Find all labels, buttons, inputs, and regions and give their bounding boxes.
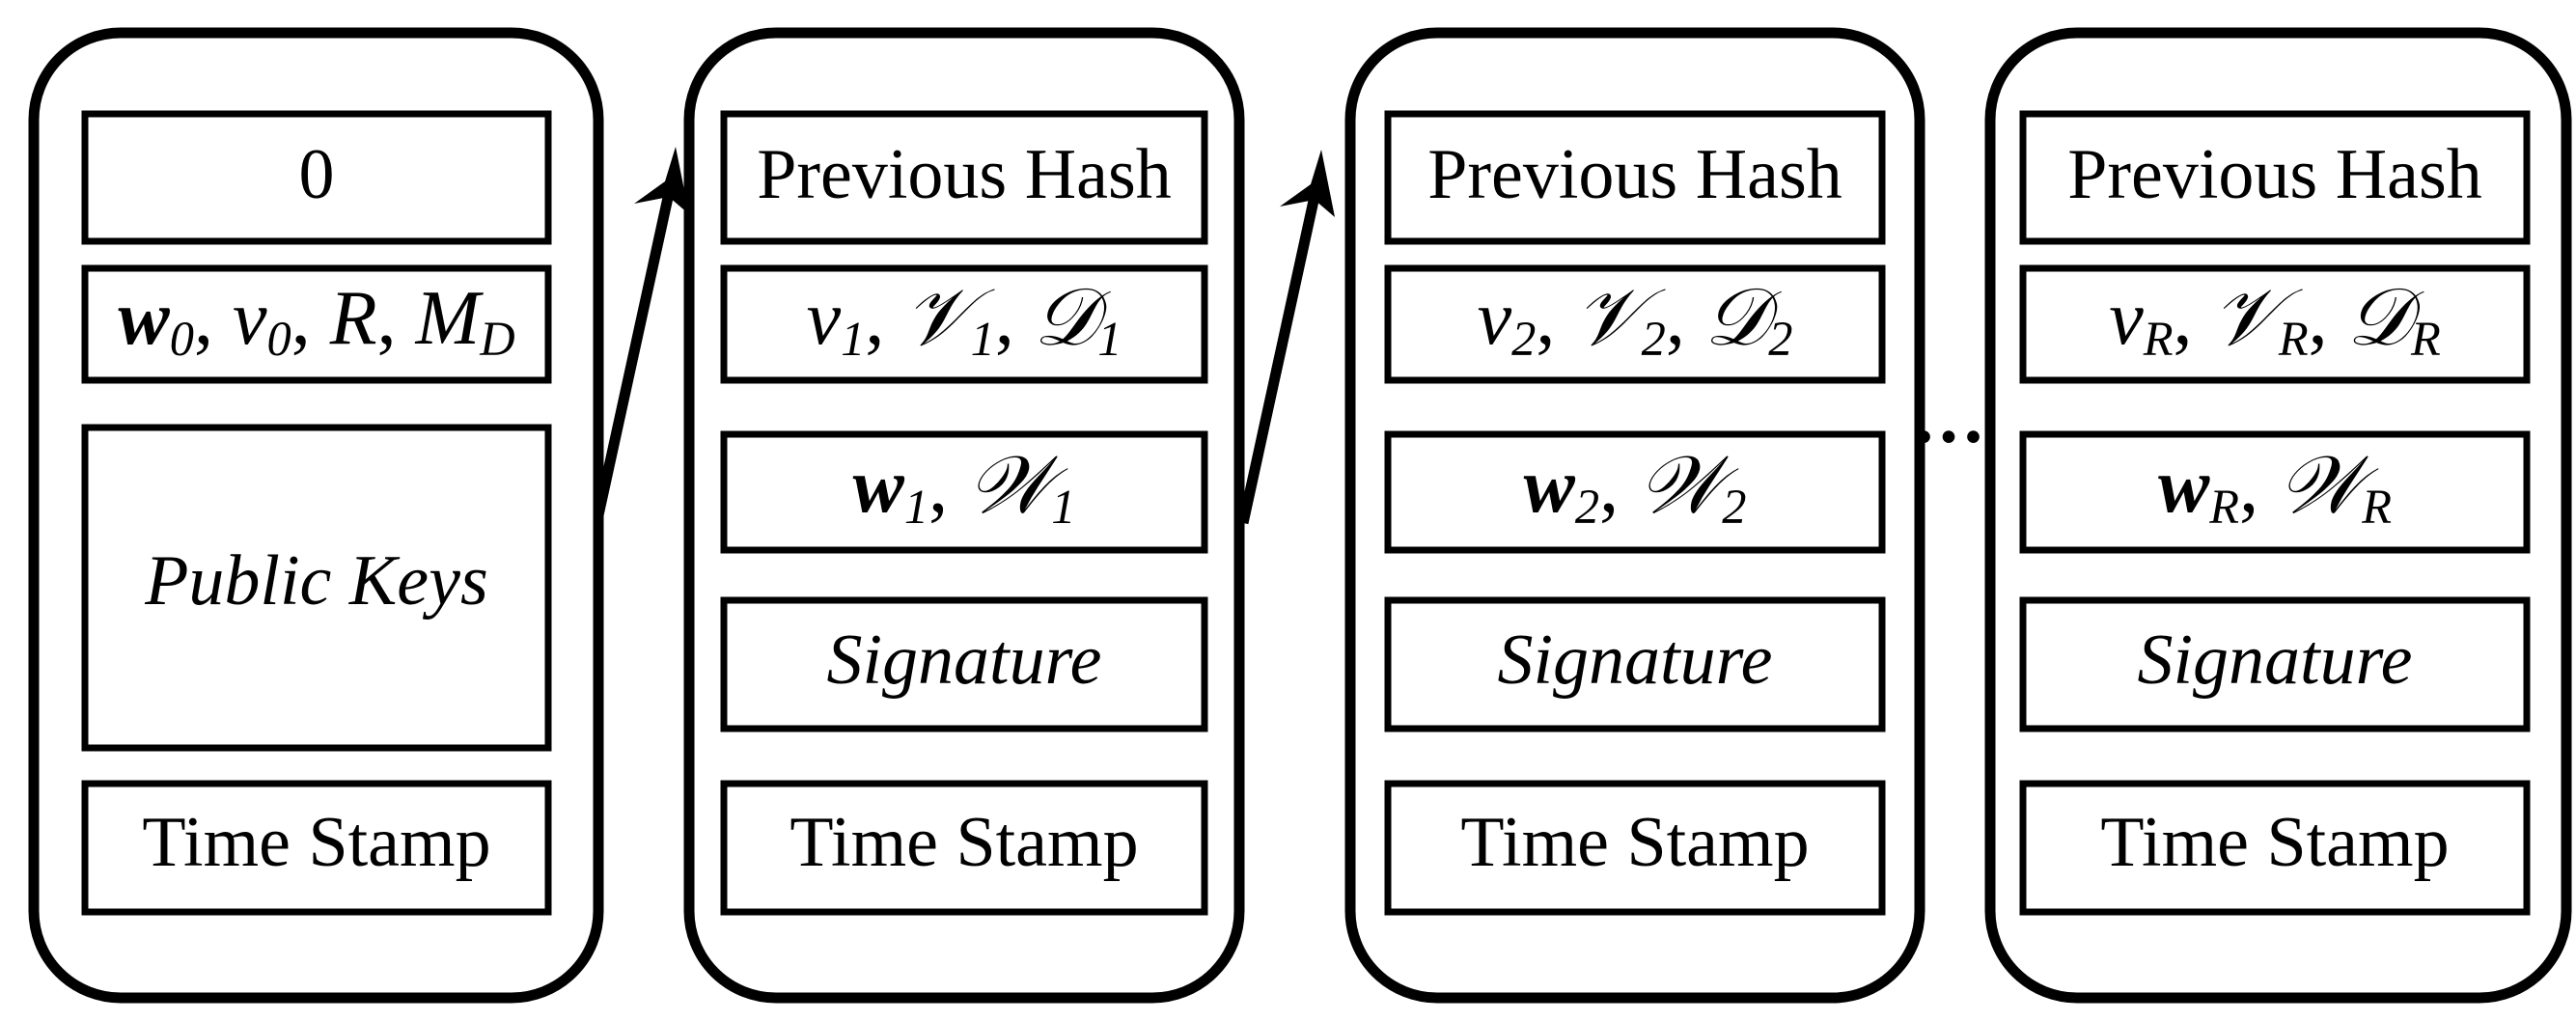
field-box (1384, 110, 1886, 245)
field-box (1384, 780, 1886, 916)
field-box (720, 780, 1208, 916)
field-box (720, 430, 1208, 554)
field-label: Time Stamp (2100, 803, 2449, 882)
block-2-field-previous-hash[interactable]: Previous Hash (1384, 110, 1886, 245)
field-label: Signature (2137, 621, 2412, 700)
hash-link-arrow-0-to-1 (593, 147, 689, 517)
arrow-head (634, 147, 689, 214)
block-1[interactable]: Previous Hash v1, 𝒱1, 𝒟1 w1, 𝒲1 Signatur… (683, 27, 1245, 1004)
field-box (2019, 264, 2531, 384)
block-genesis-field-parameters[interactable]: w0, v0, R, MD (81, 264, 552, 384)
block-2-field-time-stamp[interactable]: Time Stamp (1384, 780, 1886, 916)
field-label: Time Stamp (789, 803, 1138, 882)
arrow-head (1280, 150, 1335, 217)
field-box (2019, 596, 2531, 732)
block-genesis-field-public-keys[interactable]: Public Keys (81, 424, 552, 752)
block-R-field-time-stamp[interactable]: Time Stamp (2019, 780, 2531, 916)
field-label: 0 (299, 135, 335, 214)
field-formula: vR, 𝒱R, 𝒟R (2109, 273, 2441, 365)
block-R-field-signature[interactable]: Signature (2019, 596, 2531, 732)
block-2[interactable]: Previous Hash v2, 𝒱2, 𝒟2 w2, 𝒲2 Signatur… (1344, 27, 1925, 1004)
block-1-field-previous-hash[interactable]: Previous Hash (720, 110, 1208, 245)
block-R[interactable]: Previous Hash vR, 𝒱R, 𝒟R wR, 𝒲R Signatur… (1984, 27, 2572, 1004)
block-1-field-signature[interactable]: Signature (720, 596, 1208, 732)
field-formula: w2, 𝒲2 (1524, 441, 1747, 533)
ellipsis-continuation: ... (1915, 374, 1989, 458)
field-formula: w0, v0, R, MD (118, 276, 514, 365)
field-label: Time Stamp (142, 803, 490, 882)
field-label: Signature (1497, 621, 1772, 700)
field-formula: w1, 𝒲1 (853, 441, 1076, 533)
block-R-field-previous-hash[interactable]: Previous Hash (2019, 110, 2531, 245)
field-label: Public Keys (144, 541, 488, 621)
arrow-shaft (1237, 177, 1324, 525)
field-box (720, 596, 1208, 732)
field-box (81, 110, 552, 245)
block-genesis[interactable]: 0 w0, v0, R, MD Public Keys Time Stamp (28, 27, 604, 1004)
field-formula: wR, 𝒲R (2158, 441, 2392, 533)
block-R-field-weights[interactable]: wR, 𝒲R (2019, 430, 2531, 554)
field-box (81, 264, 552, 384)
block-genesis-field-time-stamp[interactable]: Time Stamp (81, 780, 552, 916)
block-1-field-weights[interactable]: w1, 𝒲1 (720, 430, 1208, 554)
block-genesis-field-previous-hash[interactable]: 0 (81, 110, 552, 245)
field-label: Signature (826, 621, 1101, 700)
block-1-field-time-stamp[interactable]: Time Stamp (720, 780, 1208, 916)
block-2-field-weights[interactable]: w2, 𝒲2 (1384, 430, 1886, 554)
field-box (720, 110, 1208, 245)
arrow-shaft (593, 174, 679, 517)
field-label: Previous Hash (2067, 135, 2482, 214)
block-1-field-values[interactable]: v1, 𝒱1, 𝒟1 (720, 264, 1208, 384)
field-label: Previous Hash (757, 135, 1172, 214)
field-box (1384, 430, 1886, 554)
field-box (2019, 110, 2531, 245)
field-label: Time Stamp (1460, 803, 1809, 882)
field-box (1384, 264, 1886, 384)
field-box (81, 780, 552, 916)
field-box (1384, 596, 1886, 732)
field-box (720, 264, 1208, 384)
block-R-field-values[interactable]: vR, 𝒱R, 𝒟R (2019, 264, 2531, 384)
block-2-field-values[interactable]: v2, 𝒱2, 𝒟2 (1384, 264, 1886, 384)
field-box (81, 424, 552, 752)
field-label: Previous Hash (1427, 135, 1842, 214)
field-box (2019, 430, 2531, 554)
hash-link-arrow-1-to-2 (1237, 150, 1335, 525)
field-box (2019, 780, 2531, 916)
block-2-field-signature[interactable]: Signature (1384, 596, 1886, 732)
